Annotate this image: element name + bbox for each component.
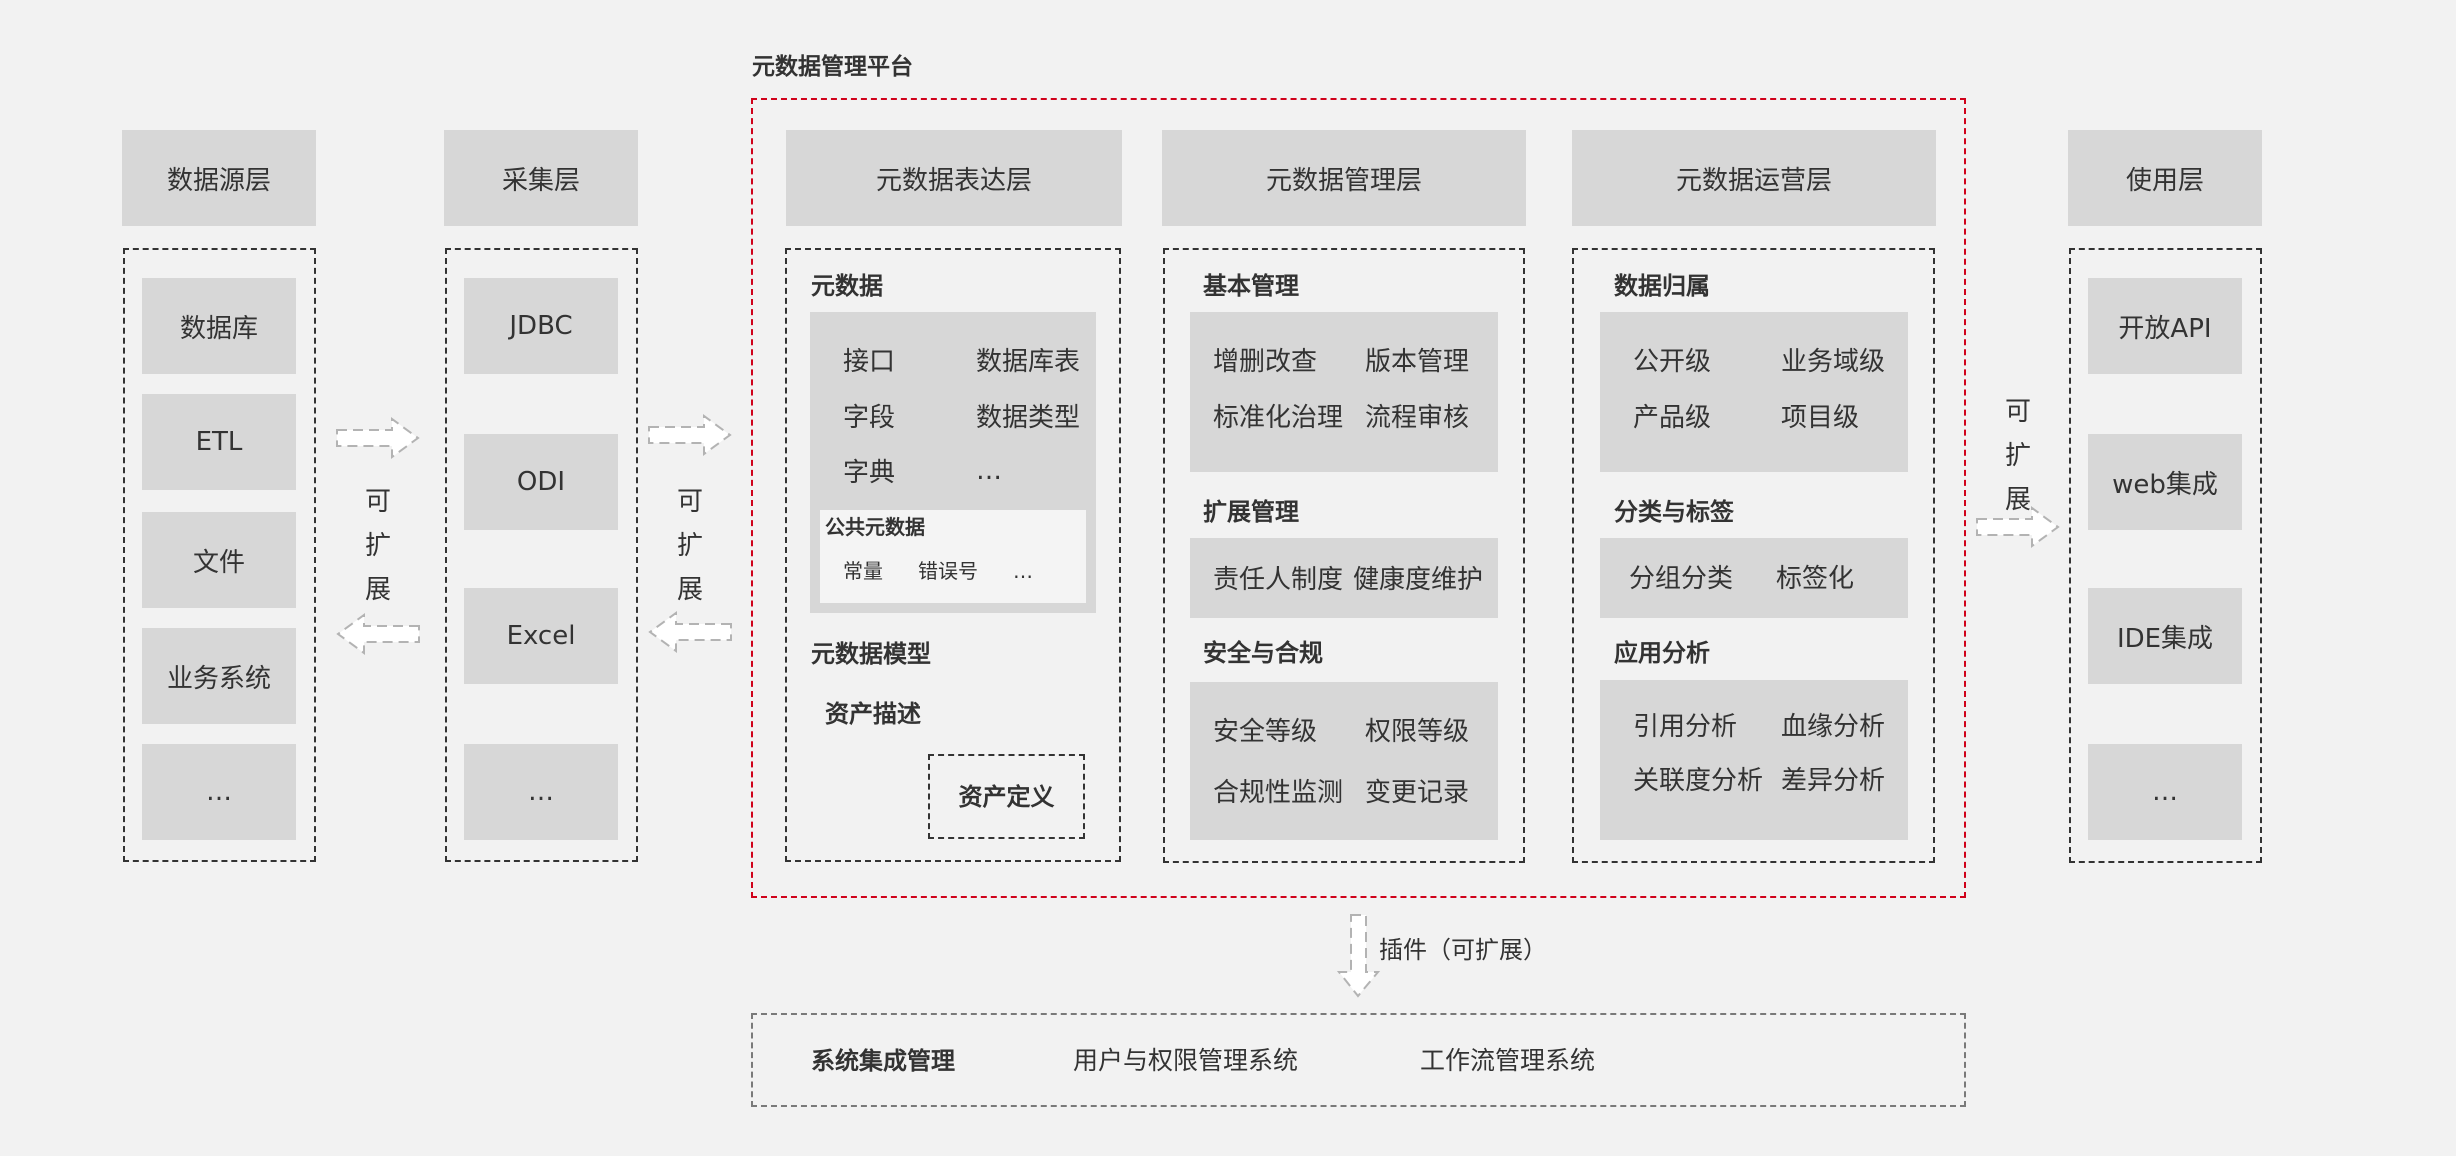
metadata-item: 字段 (843, 403, 896, 433)
extensible-char: 扩 (364, 531, 391, 561)
public-metadata-item: … (1013, 559, 1033, 583)
metadata-model-label: 元数据模型 (811, 640, 931, 668)
data-ownership-panel (1600, 312, 1908, 472)
metadata-item: 数据类型 (976, 403, 1081, 433)
group-label-application-analysis: 应用分析 (1614, 639, 1710, 667)
operation-item: 项目级 (1781, 403, 1860, 433)
expression-layer-header: 元数据表达层 (786, 130, 1122, 226)
basic-management-panel (1190, 312, 1498, 472)
platform-boundary (751, 98, 1966, 898)
extensible-char: 展 (2004, 485, 2031, 515)
classification-tags-panel (1600, 538, 1908, 618)
usage-item-web-integration: web集成 (2088, 434, 2242, 530)
arrow-right-icon (336, 417, 420, 459)
management-item: 流程审核 (1365, 403, 1470, 433)
plugin-item-user-permission: 用户与权限管理系统 (1073, 1046, 1299, 1075)
source-layer-container (123, 248, 316, 862)
management-layer-header: 元数据管理层 (1162, 130, 1526, 226)
public-metadata-item: 常量 (843, 559, 883, 583)
management-item: 变更记录 (1365, 778, 1470, 808)
group-label-basic-management: 基本管理 (1203, 272, 1299, 300)
extensible-char: 可 (676, 487, 703, 517)
plugin-label: 插件（可扩展） (1379, 936, 1547, 964)
security-compliance-panel (1190, 682, 1498, 840)
plugin-item-workflow: 工作流管理系统 (1420, 1046, 1596, 1075)
collection-item-excel: Excel (464, 588, 618, 684)
expression-layer-container (785, 248, 1121, 862)
extensible-label-1: 可 扩 展 (363, 480, 393, 612)
arrow-down-icon (1336, 914, 1381, 998)
operation-item: 分组分类 (1629, 564, 1734, 594)
operation-item: 关联度分析 (1633, 766, 1764, 796)
source-layer-header: 数据源层 (122, 130, 316, 226)
asset-definition-label: 资产定义 (958, 782, 1055, 811)
source-item-more: … (142, 744, 296, 840)
source-item-file: 文件 (142, 512, 296, 608)
asset-definition-box: 资产定义 (928, 754, 1085, 839)
extensible-label-3: 可 扩 展 (2003, 390, 2033, 522)
group-label-extended-management: 扩展管理 (1203, 498, 1299, 526)
usage-item-ide-integration: IDE集成 (2088, 588, 2242, 684)
public-metadata-item: 错误号 (918, 559, 978, 583)
extensible-char: 扩 (676, 531, 703, 561)
operation-item: 引用分析 (1633, 712, 1738, 742)
operation-item: 差异分析 (1781, 766, 1886, 796)
extensible-char: 展 (676, 575, 703, 605)
metadata-item: 字典 (843, 458, 896, 488)
plugin-item-system-integration: 系统集成管理 (811, 1047, 955, 1075)
extensible-char: 扩 (2004, 441, 2031, 471)
arrow-left-icon (648, 611, 732, 653)
collection-item-more: … (464, 744, 618, 840)
operation-item: 公开级 (1633, 347, 1712, 377)
management-item: 标准化治理 (1213, 403, 1344, 433)
extensible-char: 展 (364, 575, 391, 605)
arrow-right-icon (1976, 506, 2060, 548)
group-label-data-ownership: 数据归属 (1614, 272, 1710, 300)
management-item: 合规性监测 (1213, 778, 1344, 808)
management-item: 权限等级 (1365, 717, 1470, 747)
source-item-business-system: 业务系统 (142, 628, 296, 724)
extensible-char: 可 (364, 487, 391, 517)
arrow-left-icon (336, 613, 420, 655)
platform-title: 元数据管理平台 (752, 54, 913, 80)
operation-layer-header: 元数据运营层 (1572, 130, 1936, 226)
management-item: 责任人制度 (1213, 565, 1344, 595)
extensible-label-2: 可 扩 展 (675, 480, 705, 612)
management-item: 增删改查 (1213, 347, 1318, 377)
management-item: 版本管理 (1365, 347, 1470, 377)
application-analysis-panel (1600, 680, 1908, 840)
collection-layer-header: 采集层 (444, 130, 638, 226)
group-label-classification-tags: 分类与标签 (1614, 498, 1734, 526)
metadata-item: … (976, 456, 1002, 486)
collection-item-odi: ODI (464, 434, 618, 530)
extensible-char: 可 (2004, 397, 2031, 427)
collection-item-jdbc: JDBC (464, 278, 618, 374)
public-metadata-label: 公共元数据 (825, 515, 925, 539)
extended-management-panel (1190, 538, 1498, 618)
plugin-systems-container (751, 1013, 1966, 1107)
group-label-security-compliance: 安全与合规 (1203, 639, 1323, 667)
usage-layer-header: 使用层 (2068, 130, 2262, 226)
operation-item: 业务域级 (1781, 347, 1886, 377)
management-item: 安全等级 (1213, 717, 1318, 747)
operation-item: 标签化 (1776, 564, 1855, 594)
usage-item-open-api: 开放API (2088, 278, 2242, 374)
operation-item: 血缘分析 (1781, 712, 1886, 742)
operation-item: 产品级 (1633, 403, 1712, 433)
asset-description-label: 资产描述 (825, 700, 921, 728)
metadata-item: 数据库表 (976, 347, 1081, 377)
source-item-database: 数据库 (142, 278, 296, 374)
arrow-right-icon (648, 414, 732, 456)
management-layer-container (1163, 248, 1525, 863)
usage-item-more: … (2088, 744, 2242, 840)
usage-layer-container (2069, 248, 2262, 863)
collection-layer-container (445, 248, 638, 862)
public-metadata-panel (820, 510, 1086, 603)
metadata-item: 接口 (843, 347, 896, 377)
metadata-label: 元数据 (811, 272, 883, 300)
management-item: 健康度维护 (1353, 565, 1484, 595)
operation-layer-container (1572, 248, 1935, 863)
source-item-etl: ETL (142, 394, 296, 490)
